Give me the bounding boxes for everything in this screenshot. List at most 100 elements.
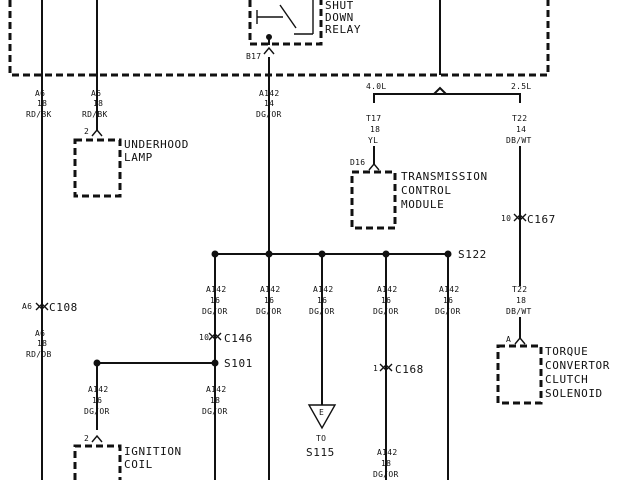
wire-t17-gauge: 18	[370, 125, 380, 134]
wire-a6-top-color: RD/BK	[26, 110, 52, 119]
underhood-lamp-box	[73, 138, 122, 198]
wire-s122-5-gauge: 16	[443, 296, 453, 305]
tcc-solenoid-label-3: CLUTCH	[545, 373, 588, 386]
relay-label-line-2: DOWN	[325, 11, 354, 24]
wire-t17-color: YL	[368, 136, 378, 145]
tcm-label-3: MODULE	[401, 198, 444, 211]
tcc-solenoid-label-2: CONVERTOR	[545, 359, 610, 372]
c167-pin: 10	[501, 214, 511, 223]
wire-s122-3-gauge: 16	[317, 296, 327, 305]
c167-connector-icon	[513, 213, 527, 222]
solenoid-connector-icon	[514, 336, 526, 345]
wire-s122-4-circuit: A142	[377, 285, 397, 294]
wire-s122-4-color: DG/OR	[373, 307, 399, 316]
offpage-dest: S115	[306, 446, 335, 459]
wire-t22-top-color: DB/WT	[506, 136, 532, 145]
wire-s122-1-color: DG/OR	[202, 307, 228, 316]
wire-s122-5-circuit: A142	[439, 285, 459, 294]
wire-s101-left-circuit: A142	[88, 385, 108, 394]
module-enclosure	[8, 0, 550, 77]
wire-a6-mid-color: RD/BK	[82, 110, 108, 119]
ignition-coil-label-1: IGNITION	[124, 445, 182, 458]
ignition-coil-box	[73, 444, 122, 480]
engine-branch	[373, 93, 521, 103]
wire-a6-top-gauge: 18	[37, 99, 47, 108]
s101-node-right	[211, 359, 219, 367]
wire-t22-low-circuit: T22	[512, 285, 527, 294]
c108-label: C108	[49, 301, 78, 314]
ignition-coil-label-2: COIL	[124, 458, 153, 471]
wire-s101-right-color: DG/OR	[202, 407, 228, 416]
c146-connector-icon	[208, 332, 222, 341]
wire-s122-2-circuit: A142	[260, 285, 280, 294]
wire-s122-2-color: DG/OR	[256, 307, 282, 316]
wire-t22-low-gauge: 18	[516, 296, 526, 305]
tcm-box	[350, 170, 397, 230]
splice-s101-label: S101	[224, 357, 253, 370]
wire-s122-4-gauge: 16	[381, 296, 391, 305]
wire-s122-2-gauge: 16	[264, 296, 274, 305]
underhood-lamp-label-2: LAMP	[124, 151, 153, 164]
wire-t22-top-circuit: T22	[512, 114, 527, 123]
tcm-pin: D16	[350, 158, 365, 167]
wire-a6-mid-gauge: 18	[93, 99, 103, 108]
relay-label-line-1: SHUT	[325, 0, 354, 12]
engine-branch-junction	[433, 86, 447, 95]
wire-c168-circuit: A142	[377, 448, 397, 457]
wire-s101-left-gauge: 16	[92, 396, 102, 405]
s122-node-2	[265, 250, 273, 258]
wire-t17-circuit: T17	[366, 114, 381, 123]
tcm-label-2: CONTROL	[401, 184, 452, 197]
wire-a142-main-circuit: A142	[259, 89, 279, 98]
c167-label: C167	[527, 213, 556, 226]
wire-a142-main-gauge: 14	[264, 99, 274, 108]
c108-connector-icon	[35, 302, 49, 311]
wire-c168-gauge: 18	[381, 459, 391, 468]
lamp-pin: 2	[84, 127, 89, 136]
splice-s122-label: S122	[458, 248, 487, 261]
c146-pin: 10	[199, 333, 209, 342]
wire-s101-left-color: DG/OR	[84, 407, 110, 416]
wire-a6-low-circuit: A6	[35, 329, 45, 338]
branch-left-label: 4.0L	[366, 82, 386, 91]
relay-pin: B17	[246, 52, 261, 61]
underhood-lamp-label-1: UNDERHOOD	[124, 138, 189, 151]
auto-shutdown-relay: SHUT DOWN RELAY	[248, 0, 361, 46]
wire-s122-5-color: DG/OR	[435, 307, 461, 316]
coil-pin: 2	[84, 434, 89, 443]
wire-a142-main-color: DG/OR	[256, 110, 282, 119]
wire-s122-3-color: DG/OR	[309, 307, 335, 316]
offpage-to: TO	[316, 434, 326, 443]
s122-wire-labels: A142 16 DG/OR A142 16 DG/OR A142 16 DG/O…	[202, 285, 461, 316]
tcc-solenoid-box	[496, 344, 543, 405]
tcc-solenoid-label-1: TORQUE	[545, 345, 588, 358]
wire-s122-3-circuit: A142	[313, 285, 333, 294]
c168-pin: 1	[373, 364, 378, 373]
coil-connector-icon	[91, 434, 103, 443]
wire-a6-top-circuit: A6	[35, 89, 45, 98]
lamp-connector-icon	[91, 128, 103, 137]
wire-a6-low-color: RD/DB	[26, 350, 52, 359]
wire-a6-low-gauge: 18	[37, 339, 47, 348]
wire-s101-right-circuit: A142	[206, 385, 226, 394]
relay-connector-icon	[263, 46, 275, 55]
offpage-letter: E	[319, 408, 324, 417]
solenoid-pin: A	[506, 335, 511, 344]
relay-label-line-3: RELAY	[325, 23, 361, 36]
tcm-connector-icon	[368, 162, 380, 171]
wire-t22-low-color: DB/WT	[506, 307, 532, 316]
wire-s101-right-gauge: 18	[210, 396, 220, 405]
wire-s122-1-circuit: A142	[206, 285, 226, 294]
c146-label: C146	[224, 332, 253, 345]
offpage-connector-icon	[307, 404, 337, 430]
wire-a6-mid-circuit: A6	[91, 89, 101, 98]
branch-right-label: 2.5L	[511, 82, 531, 91]
c168-connector-icon	[379, 363, 393, 372]
tcm-label-1: TRANSMISSION	[401, 170, 488, 183]
wire-c168-color: DG/OR	[373, 470, 399, 479]
c108-pin: A6	[22, 302, 32, 311]
tcc-solenoid-label-4: SOLENOID	[545, 387, 603, 400]
c168-label: C168	[395, 363, 424, 376]
wire-t22-top-gauge: 14	[516, 125, 526, 134]
